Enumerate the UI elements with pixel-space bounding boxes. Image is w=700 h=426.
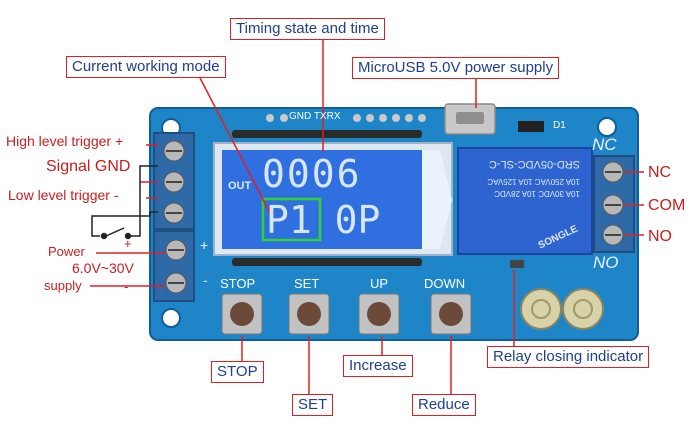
label-com: COM xyxy=(648,197,686,214)
label-minus: - xyxy=(124,279,129,294)
label-supply: supply xyxy=(44,278,82,293)
label-high-trigger: High level trigger + xyxy=(6,133,124,149)
mode-highlight-box xyxy=(261,197,322,242)
button-up-body xyxy=(358,293,400,335)
callout-working-mode: Current working mode xyxy=(66,56,226,78)
switch-sketch xyxy=(91,165,158,240)
relay xyxy=(457,147,593,255)
label-nc: NC xyxy=(648,164,672,181)
callout-timing-state: Timing state and time xyxy=(230,18,385,40)
button-stop-body xyxy=(221,293,263,335)
button-label-stop: STOP xyxy=(220,276,256,291)
label-voltage: 6.0V~30V xyxy=(72,260,134,276)
relay-spec-1: 10A 250VAC 10A 125VAC xyxy=(487,177,580,186)
diode-d1 xyxy=(518,121,544,132)
capacitor-1 xyxy=(520,288,562,330)
button-label-set: SET xyxy=(294,276,320,291)
label-no: NO xyxy=(648,228,672,245)
leader-lines xyxy=(90,40,644,396)
pcb-label-d1: D1 xyxy=(553,120,566,131)
callout-increase: Increase xyxy=(343,355,413,377)
callout-reduce: Reduce xyxy=(412,394,476,416)
callout-microusb: MicroUSB 5.0V power supply xyxy=(352,57,560,79)
pcb-label-no: NO xyxy=(593,253,619,272)
button-label-up: UP xyxy=(370,276,389,291)
callout-set: SET xyxy=(292,394,334,416)
pin-header xyxy=(266,114,426,122)
pcb-label-plus: + xyxy=(200,237,209,253)
capacitor-2 xyxy=(562,288,604,330)
mount-hole-bl xyxy=(161,308,181,328)
relay-indicator-led xyxy=(510,260,524,268)
pcb-label-gnd-txrx: GND TXRX xyxy=(289,111,341,122)
callout-relay-indicator: Relay closing indicator xyxy=(487,346,650,368)
lcd-bottom-digits: P1 0P xyxy=(266,198,381,242)
lcd-pins-top xyxy=(232,130,422,138)
button-set-body xyxy=(288,293,330,335)
pcb-label-nc: NC xyxy=(592,135,617,154)
relay-model-text: SRD-05VDC-SL-C xyxy=(488,158,580,170)
mount-hole-tr xyxy=(597,117,617,137)
lcd-screen xyxy=(222,150,422,249)
pcb-label-minus: - xyxy=(203,272,208,288)
label-low-trigger: Low level trigger - xyxy=(8,187,119,203)
label-signal-gnd: Signal GND xyxy=(46,158,131,175)
lcd-side-light xyxy=(422,150,452,249)
lcd-top-digits: 0006 xyxy=(262,152,362,196)
lcd-pins-bottom xyxy=(232,258,422,266)
callout-stop: STOP xyxy=(211,361,264,383)
button-label-down: DOWN xyxy=(424,276,466,291)
pcb-label-out: OUT xyxy=(228,180,252,192)
label-plus: + xyxy=(124,236,132,251)
button-down-body xyxy=(430,293,472,335)
relay-spec-2: 10A 30VDC 10A 28VDC xyxy=(494,189,580,198)
label-power: Power xyxy=(48,244,85,259)
